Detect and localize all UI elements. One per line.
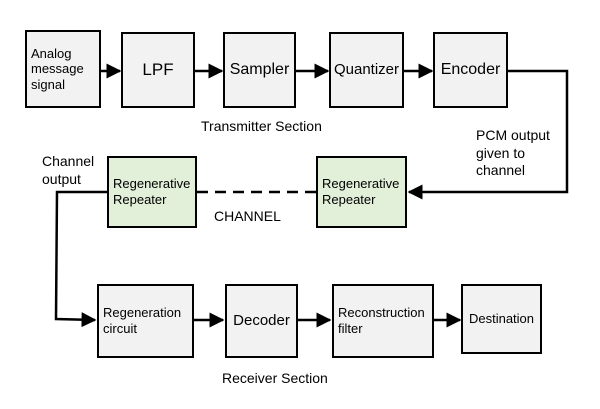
- destination-box: Destination: [461, 284, 542, 354]
- repeater-right-line-2: Repeater: [322, 192, 376, 207]
- channel-output-line-2: output: [42, 170, 81, 187]
- receiver-section-label: Receiver Section: [222, 370, 328, 386]
- reconstruction-filter-box: Reconstruction filter: [332, 284, 434, 358]
- pcm-output-line-2: given to: [476, 144, 526, 161]
- pcm-output-line-3: channel: [476, 162, 526, 178]
- reconstruction-line-2: filter: [338, 321, 363, 336]
- channel-label: CHANNEL: [214, 208, 281, 224]
- regenerative-repeater-right-box: Regenerative Repeater: [316, 156, 407, 228]
- analog-line-1: Analog: [31, 45, 72, 61]
- pcm-output-line-1: PCM output: [476, 127, 550, 143]
- encoder-label: Encoder: [440, 61, 501, 79]
- pcm-output-label: PCM output given to channel: [476, 127, 550, 180]
- wire-channel-output-to-regeneration: [54, 190, 107, 328]
- analog-line-2: message: [31, 61, 84, 77]
- decoder-label: Decoder: [233, 312, 290, 329]
- repeater-left-line-2: Repeater: [113, 192, 167, 207]
- quantizer-label: Quantizer: [333, 61, 400, 78]
- wire-encoder-to-repeater: [407, 69, 569, 200]
- regeneration-line-1: Regeneration: [103, 305, 182, 321]
- reconstruction-line-1: Reconstruction: [338, 305, 425, 321]
- sampler-box: Sampler: [223, 32, 296, 108]
- regeneration-circuit-box: Regeneration circuit: [97, 284, 194, 358]
- lpf-label: LPF: [142, 59, 174, 79]
- decoder-box: Decoder: [225, 284, 298, 358]
- quantizer-box: Quantizer: [329, 32, 404, 108]
- encoder-box: Encoder: [433, 32, 508, 108]
- destination-label: Destination: [468, 311, 535, 327]
- regeneration-line-2: circuit: [103, 321, 137, 336]
- channel-output-label: Channel output: [42, 153, 94, 188]
- repeater-left-line-1: Regenerative: [113, 176, 191, 192]
- repeater-right-line-1: Regenerative: [322, 176, 400, 192]
- channel-output-line-1: Channel: [42, 153, 95, 169]
- lpf-box: LPF: [121, 32, 195, 108]
- analog-message-signal-box: Analog message signal: [25, 30, 101, 108]
- regenerative-repeater-left-box: Regenerative Repeater: [107, 156, 197, 228]
- sampler-label: Sampler: [229, 61, 290, 79]
- analog-line-3: signal: [31, 76, 65, 92]
- transmitter-section-label: Transmitter Section: [201, 118, 322, 134]
